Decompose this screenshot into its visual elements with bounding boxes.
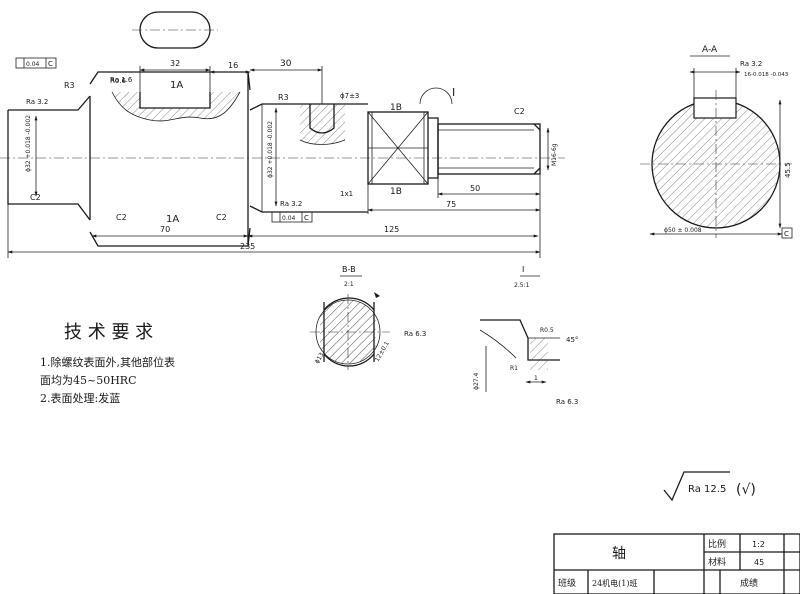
label-c2-mid-a: C2 [116, 213, 127, 222]
dim-50: 50 [470, 184, 480, 193]
label-c2-mid-b: C2 [216, 213, 227, 222]
detail-dia: ϕ27.4 [473, 373, 480, 391]
scale-value: 1:2 [752, 540, 765, 549]
ra-mid: Ra 1.6 [110, 76, 133, 84]
label-c2-left: C2 [30, 193, 41, 202]
detail-ra: Ra 6.3 [556, 398, 578, 406]
section-a-a: A-A Ra 3.2 16-0.018 -0.043 45.5 ϕ50 ± 0.… [640, 45, 793, 239]
dim-30: 30 [280, 59, 292, 69]
main-dimensions [7, 66, 550, 258]
dim-32: 32 [170, 59, 180, 68]
section-indicator: I 2.5:1 [514, 265, 540, 289]
aa-datum: C [784, 230, 789, 238]
bb-d1: ϕ13 [314, 351, 326, 365]
dim-1x1: 1x1 [340, 190, 353, 198]
grade-label: 成绩 [740, 577, 758, 589]
general-roughness: Ra 12.5 (√) [663, 471, 756, 502]
dia-left: ϕ32 +0.018 -0.002 [25, 115, 32, 172]
keyway-top-view [132, 11, 218, 49]
section-1a-top: 1A [170, 80, 183, 91]
dim-70: 70 [160, 225, 170, 234]
dim-16: 16 [228, 61, 238, 70]
dim-235: 235 [240, 242, 255, 251]
bb-ra: Ra 6.3 [404, 330, 426, 338]
section-1a-bottom: 1A [166, 214, 179, 225]
section-1b-top: 1B [390, 103, 402, 113]
detail-i: R0.5 45° R1 1 ϕ27.4 Ra 6.3 [473, 319, 578, 406]
detail-r05: R0.5 [540, 327, 554, 334]
aa-dia: ϕ50 ± 0.008 [664, 227, 702, 234]
class-label: 班级 [558, 577, 576, 589]
label-r3-right: R3 [278, 93, 289, 102]
part-name: 轴 [612, 546, 626, 562]
detail-w: 1 [534, 375, 538, 382]
tolerance-frame-bottom: 0.04 C [271, 211, 313, 223]
scale-note-bottom: 2.5:1 [514, 282, 530, 289]
tech-req-line-3: 2.表面处理:发蓝 [40, 391, 120, 405]
section-bb-title: B-B [342, 265, 356, 274]
dia-right: ϕ32 +0.018 -0.002 [267, 121, 274, 178]
dim-75: 75 [446, 200, 456, 209]
label-r3-left: R3 [64, 81, 75, 90]
aa-height: 45.5 [784, 162, 792, 178]
general-ra: Ra 12.5 [688, 484, 726, 495]
tech-req-title: 技 术 要 求 [64, 322, 153, 343]
general-ra-suffix: (√) [736, 482, 756, 498]
detail-r1: R1 [510, 365, 518, 372]
aa-ra: Ra 3.2 [740, 60, 762, 68]
section-b-b: B-B 2:1 Ra 6.3 ϕ13 12±0.1 [310, 265, 426, 370]
tol2-value: 0.04 [282, 215, 296, 222]
material-label: 材料 [708, 556, 726, 568]
label-r06: R0.6 [110, 77, 127, 85]
tol1-value: 0.04 [26, 61, 40, 68]
ra-left: Ra 3.2 [26, 98, 48, 106]
class-value: 24机电(1)班 [592, 578, 638, 588]
scale-label: 比例 [708, 538, 726, 550]
dim-hole: ϕ7±3 [340, 92, 359, 100]
section-1b-bottom: 1B [390, 187, 402, 197]
tech-req-line-2: 面均为45~50HRC [40, 374, 137, 387]
ra-right: Ra 3.2 [280, 200, 302, 208]
section-bb-scale: 2:1 [344, 281, 354, 288]
label-c2-right: C2 [514, 107, 525, 116]
main-dimension-labels: 32 16 30 70 125 235 75 50 1x1 ϕ7±3 Ra 3.… [25, 59, 558, 251]
tolerance-frame-top: 0.04 C [15, 57, 57, 69]
tol2-datum: C [304, 214, 309, 222]
technical-requirements: 技 术 要 求 1.除螺纹表面外,其他部位表 面均为45~50HRC 2.表面处… [40, 322, 175, 405]
detail-angle: 45° [566, 336, 578, 344]
thread-label: M16-6g [551, 143, 558, 166]
dim-125: 125 [384, 225, 399, 234]
material-value: 45 [754, 558, 764, 567]
detail-i-mark: I [452, 86, 455, 99]
scale-note-top: I [522, 265, 524, 274]
tech-req-line-1: 1.除螺纹表面外,其他部位表 [40, 355, 175, 369]
tol1-datum: C [48, 60, 53, 68]
bb-d2: 12±0.1 [374, 340, 391, 363]
title-block: 轴 比例 1:2 材料 45 班级 24机电(1)班 成绩 [553, 533, 800, 594]
aa-keywidth: 16-0.018 -0.043 [744, 72, 789, 78]
section-aa-title: A-A [702, 45, 718, 55]
shaft-main-view [0, 71, 565, 247]
